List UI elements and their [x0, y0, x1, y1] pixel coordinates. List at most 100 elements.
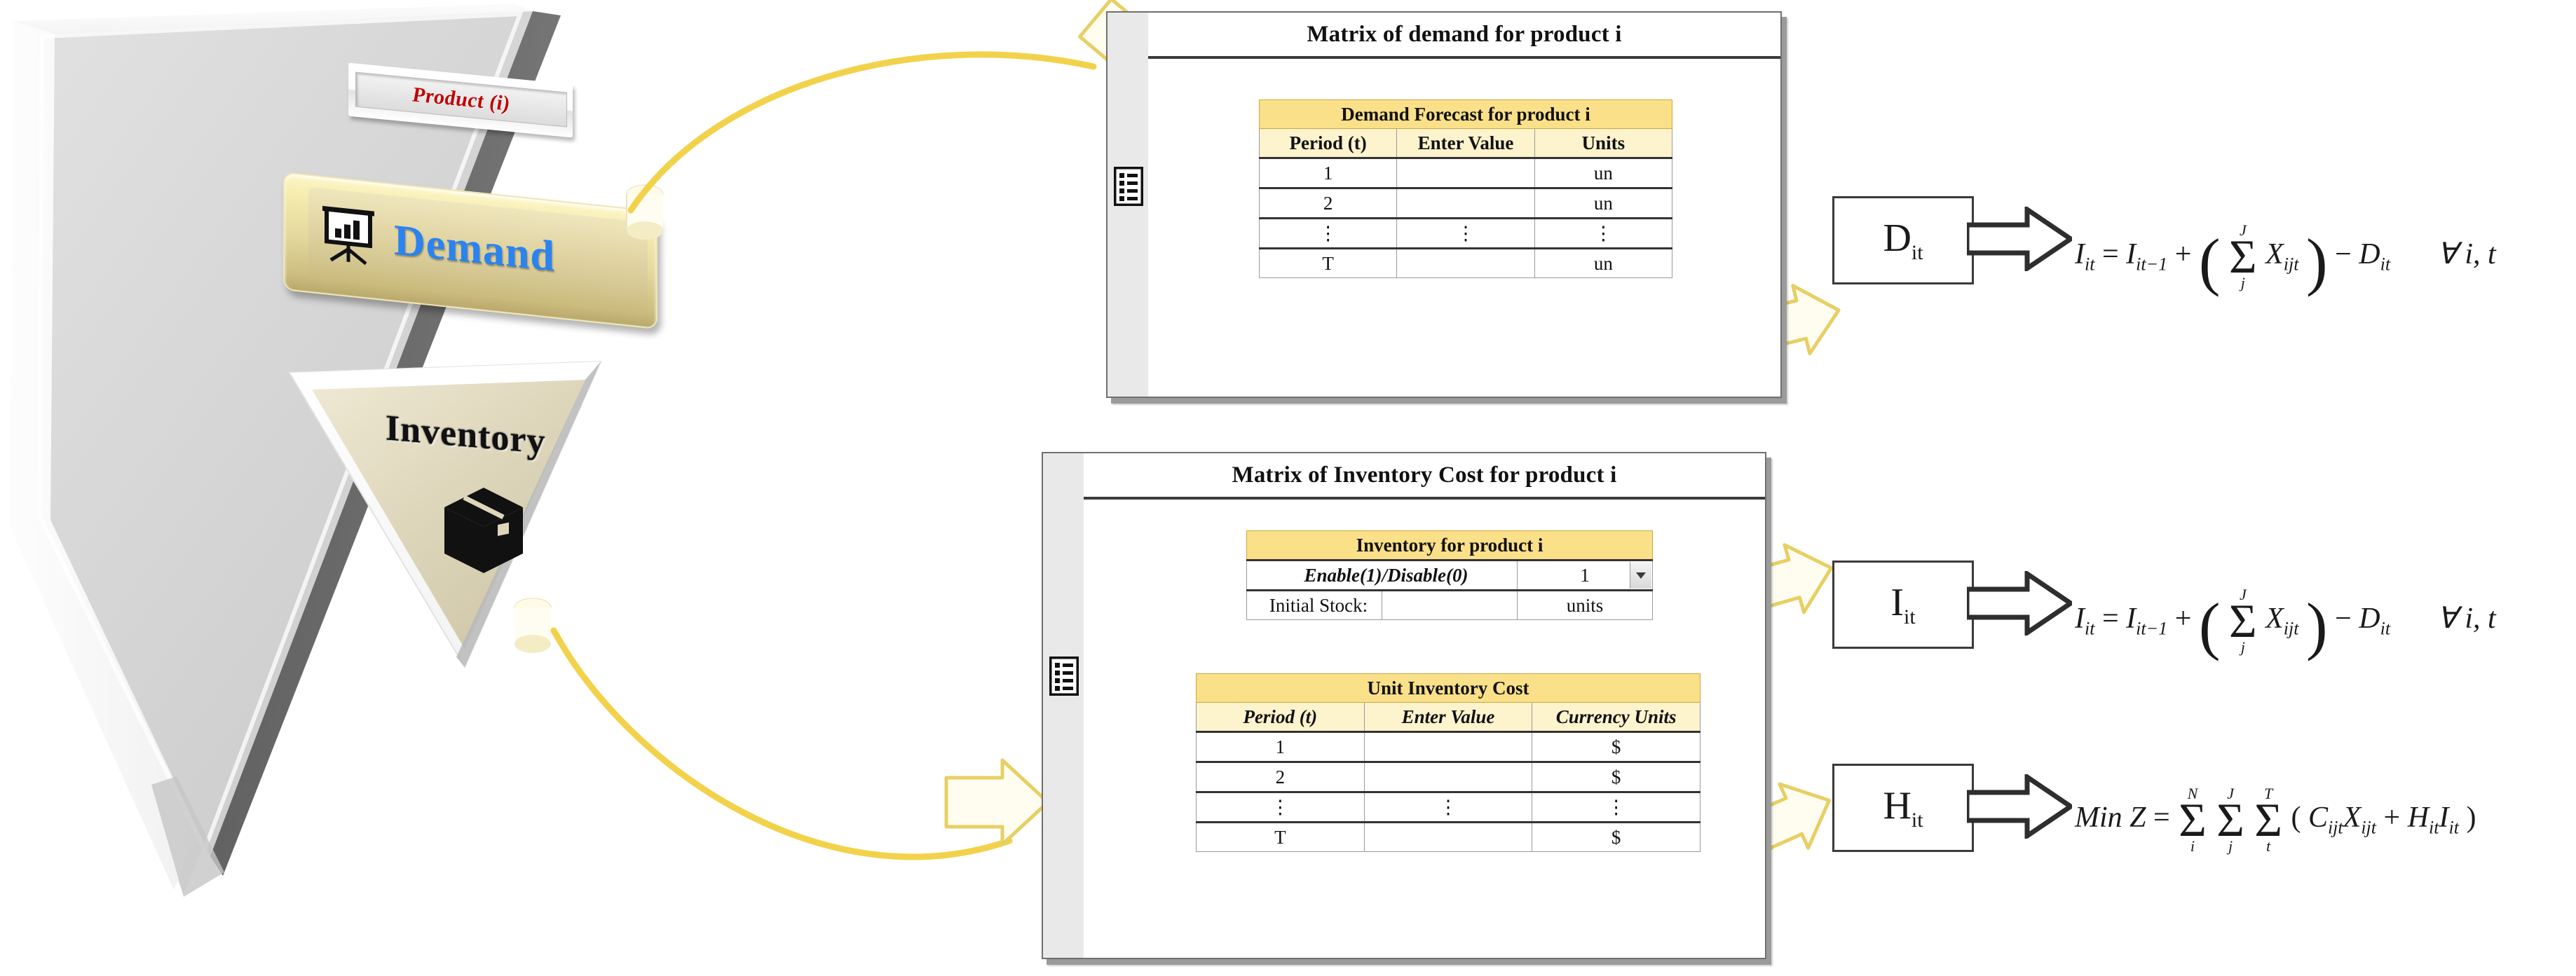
sigma-icon: Σ	[2179, 793, 2207, 846]
table-row[interactable]: 1 un	[1258, 157, 1673, 188]
cost-cell-input[interactable]	[1363, 821, 1533, 852]
enable-disable-dropdown[interactable]: 1	[1517, 559, 1653, 591]
eq2-minus: −	[2335, 603, 2352, 635]
demand-cell-unit: ⋮	[1534, 217, 1673, 249]
initial-stock-label: Initial Stock:	[1246, 589, 1382, 620]
table-row[interactable]: Initial Stock: units	[1246, 589, 1653, 620]
demand-forecast-table[interactable]: Demand Forecast for product i Period (t)…	[1258, 99, 1673, 278]
table-band-row: Inventory for product i	[1246, 530, 1653, 561]
arrowhead-inventory-panel	[944, 758, 1050, 846]
table-row: ⋮ ⋮ ⋮	[1258, 217, 1673, 249]
demand-panel[interactable]: Matrix of demand for product i Demand Fo…	[1106, 11, 1782, 398]
eq1-summation: J Σ j	[2229, 223, 2257, 291]
obj-sum2-upper: J	[2227, 785, 2234, 802]
demand-cell-period: T	[1258, 247, 1398, 278]
cost-col-currency-units: Currency Units	[1532, 702, 1701, 732]
inventory-connector-peg	[514, 598, 552, 653]
table-header-row: Period (t) Enter Value Currency Units	[1196, 702, 1701, 732]
presentation-chart-icon	[322, 205, 374, 265]
enable-disable-label: Enable(1)/Disable(0)	[1246, 559, 1518, 591]
eq1-paren-open: (	[2198, 225, 2221, 297]
demand-button-face: Demand	[308, 186, 648, 312]
chevron-down-icon[interactable]	[1630, 562, 1651, 589]
eq2-lhs: Iit	[2075, 603, 2095, 639]
cost-cell-unit: $	[1532, 731, 1701, 762]
obj-summation-t: T Σ t	[2254, 786, 2282, 854]
obj-summation-i: N Σ i	[2179, 786, 2207, 854]
demand-button[interactable]: Demand	[283, 171, 657, 330]
equation-balance-2: Iit = Iit−1 + ( J Σ j Xijt ) − Dit ∀ i, …	[2075, 587, 2496, 658]
cost-cell-input[interactable]	[1363, 761, 1533, 792]
demand-cell-input: ⋮	[1396, 217, 1535, 249]
h-it-box: Hit	[1832, 764, 1974, 852]
eq2-term3: Dit	[2359, 603, 2391, 639]
unit-inventory-cost-table[interactable]: Unit Inventory Cost Period (t) Enter Val…	[1196, 673, 1701, 852]
eq1-minus: −	[2335, 238, 2352, 271]
table-band-row: Unit Inventory Cost	[1196, 673, 1701, 703]
eq1-lhs: Iit	[2075, 238, 2095, 275]
demand-col-enter-value: Enter Value	[1396, 128, 1535, 159]
inventory-panel[interactable]: Matrix of Inventory Cost for product i I…	[1042, 452, 1766, 959]
inventory-table-band-title: Inventory for product i	[1246, 530, 1653, 561]
eq2-equals: =	[2101, 603, 2119, 635]
sigma-icon: Σ	[2229, 594, 2257, 647]
block-arrow-hit	[1967, 774, 2072, 839]
table-row[interactable]: 2 $	[1196, 761, 1701, 792]
demand-col-units: Units	[1534, 128, 1673, 158]
cost-col-period: Period (t)	[1196, 702, 1365, 732]
cost-cell-input[interactable]	[1363, 731, 1533, 762]
eq2-sum-lower: j	[2240, 638, 2245, 657]
inventory-panel-title: Matrix of Inventory Cost for product i	[1084, 453, 1765, 500]
d-it-symbol: Dit	[1883, 216, 1923, 265]
list-form-icon[interactable]	[1114, 167, 1143, 206]
inventory-tile[interactable]: Inventory	[284, 359, 606, 688]
obj-sum3-lower: t	[2266, 837, 2271, 855]
obj-hold-term: HitIit	[2407, 802, 2459, 838]
obj-summation-j: J Σ j	[2216, 786, 2244, 854]
eq2-paren-close: )	[2305, 589, 2328, 661]
pyramid-graphic: Product (i) Demand	[0, 0, 664, 897]
enable-disable-value: 1	[1580, 564, 1590, 586]
cost-col-enter-value: Enter Value	[1363, 702, 1533, 732]
demand-cell-period: ⋮	[1258, 217, 1398, 249]
cost-cell-period: ⋮	[1196, 791, 1365, 823]
eq1-sum-body: Xijt	[2265, 238, 2299, 275]
sigma-icon: Σ	[2254, 793, 2282, 846]
obj-cost-term: CijtXijt	[2308, 802, 2377, 838]
demand-cell-input[interactable]	[1396, 247, 1535, 278]
table-row: ⋮ ⋮ ⋮	[1196, 791, 1701, 823]
cost-cell-unit: $	[1532, 821, 1701, 852]
demand-panel-body: Demand Forecast for product i Period (t)…	[1148, 59, 1780, 397]
eq1-term3: Dit	[2359, 238, 2391, 275]
eq1-plus: +	[2174, 238, 2192, 271]
h-it-symbol: Hit	[1883, 783, 1923, 832]
initial-stock-input[interactable]	[1382, 589, 1518, 620]
cost-cell-unit: ⋮	[1532, 791, 1701, 823]
sigma-icon: Σ	[2229, 230, 2257, 283]
demand-cell-unit: un	[1534, 247, 1673, 278]
d-it-box: Dit	[1832, 196, 1974, 284]
demand-cell-input[interactable]	[1396, 187, 1535, 219]
list-form-icon[interactable]	[1049, 657, 1079, 696]
inventory-panel-gutter	[1043, 453, 1086, 958]
obj-equals: =	[2153, 802, 2170, 834]
obj-paren-open: (	[2291, 802, 2301, 834]
eq2-sum-body: Xijt	[2265, 603, 2299, 639]
equation-balance-1: Iit = Iit−1 + ( J Σ j Xijt ) − Dit ∀ i, …	[2075, 223, 2496, 294]
inventory-enable-table[interactable]: Inventory for product i Enable(1)/Disabl…	[1246, 530, 1653, 620]
table-row[interactable]: T un	[1258, 247, 1673, 278]
table-row[interactable]: 2 un	[1258, 187, 1673, 219]
eq1-term1: Iit−1	[2126, 238, 2168, 275]
i-it-box: Iit	[1832, 561, 1974, 649]
eq2-paren-open: (	[2198, 589, 2221, 661]
demand-cell-period: 2	[1258, 187, 1398, 219]
sigma-icon: Σ	[2216, 793, 2244, 846]
table-row[interactable]: 1 $	[1196, 731, 1701, 762]
demand-cell-input[interactable]	[1396, 157, 1535, 188]
cost-cell-input: ⋮	[1363, 791, 1533, 823]
eq1-paren-close: )	[2305, 225, 2328, 297]
table-row[interactable]: T $	[1196, 821, 1701, 852]
cost-cell-unit: $	[1532, 761, 1701, 792]
eq1-sum-lower: j	[2240, 274, 2245, 292]
table-row[interactable]: Enable(1)/Disable(0) 1	[1246, 559, 1653, 591]
